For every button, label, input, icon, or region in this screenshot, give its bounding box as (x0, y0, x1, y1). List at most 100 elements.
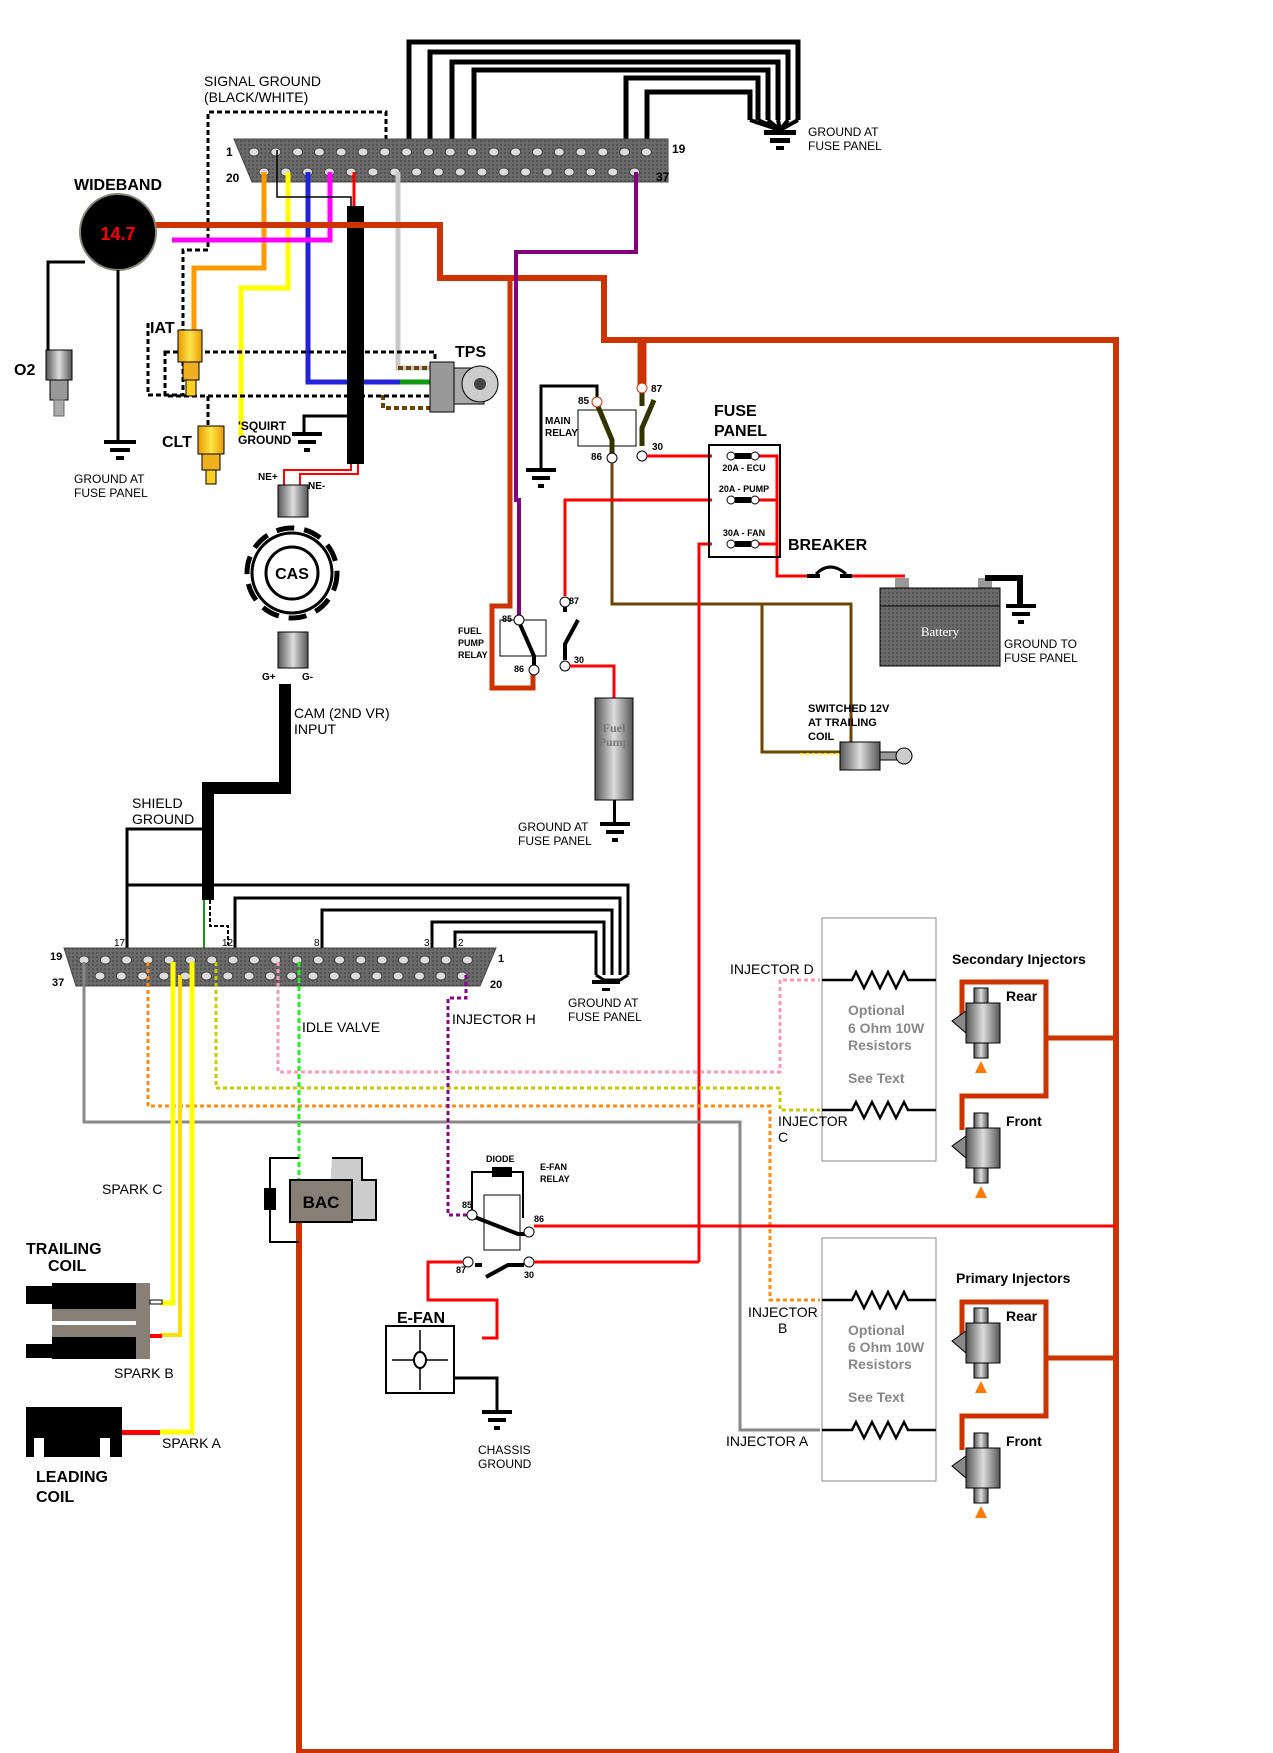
connector-pin (392, 971, 404, 981)
switched-12v-label-1: SWITCHED 12V (808, 703, 890, 715)
tps-sensor (429, 361, 499, 413)
fuse-terminal (750, 451, 760, 461)
fuse-panel[interactable] (708, 444, 781, 558)
diode (492, 1167, 512, 1177)
fuse-terminal (726, 495, 736, 505)
main-relay[interactable] (577, 382, 657, 464)
leading-coil[interactable] (26, 1407, 160, 1457)
fuse-icon (735, 453, 751, 459)
connector-pin (137, 971, 149, 981)
injector-b-wire (146, 962, 820, 1302)
primary-resistor-note: Optional 6 Ohm 10W Resistors See Text (848, 1322, 925, 1405)
efan-relay[interactable] (462, 1167, 535, 1279)
connector-pin (264, 971, 276, 981)
connector-pin (498, 167, 510, 177)
top-pin-19-label: 19 (672, 142, 686, 156)
shield-ground-label-1: SHIELD (132, 795, 183, 811)
cam-input-label-1: CAM (2ND VR) (294, 705, 390, 721)
bottom-ground-label-1: GROUND AT (568, 996, 639, 1010)
connector-pin (461, 955, 473, 965)
fuel-pump-relay-label-3: RELAY (458, 650, 488, 660)
note-1: Optional (848, 1002, 905, 1018)
fuse-terminal (726, 451, 736, 461)
fuse-icon (735, 497, 751, 503)
connector-pin (563, 167, 575, 177)
connector-pin (419, 955, 431, 965)
ground-symbol (592, 980, 620, 991)
squirt-ground-label-2: GROUND (238, 433, 292, 447)
cam-input-label-2: INPUT (294, 721, 336, 737)
connector-pin (248, 955, 260, 965)
bottom-ecu-connector[interactable] (63, 947, 497, 987)
bottom-pin-2-label: 2 (458, 938, 464, 949)
fuse-panel-title-1: FUSE (714, 403, 757, 420)
efan-relay-87: 87 (456, 1265, 466, 1275)
connector-pin (466, 147, 478, 157)
connector-pin (286, 971, 298, 981)
fuel-pump-relay-label-1: FUEL (458, 626, 482, 636)
fuel-pump-label-2: Pump (599, 735, 630, 749)
breaker-label: BREAKER (788, 537, 868, 554)
connector-pin (357, 147, 369, 157)
secondary-resistor-box (821, 917, 937, 1162)
injector-icon (973, 1307, 989, 1324)
bottom-pin-8-label: 8 (314, 938, 320, 949)
fuel-pump[interactable]: Fuel Pump (594, 697, 634, 801)
connector-pin (531, 147, 543, 157)
fuel-pump-relay-30: 30 (574, 655, 584, 665)
battery-label: Battery (921, 624, 960, 639)
fuel-pump-power-wire (570, 664, 616, 698)
connector-pin (476, 167, 488, 177)
spray-icon (975, 1186, 987, 1198)
note-1: Optional (848, 1322, 905, 1338)
top-ground-wires (406, 39, 801, 148)
injector-icon (951, 1330, 967, 1355)
injector-icon (973, 987, 989, 1004)
resistors (822, 969, 936, 1441)
connector-pin (376, 955, 388, 965)
connector-pin (422, 147, 434, 157)
injector-d-label: INJECTOR D (730, 961, 814, 977)
connector-pin (510, 147, 522, 157)
connector-pin (99, 955, 111, 965)
connector-pin (414, 971, 425, 981)
connector-pin (94, 971, 106, 981)
bac-valve[interactable]: BAC (289, 1157, 377, 1223)
injector-icon (951, 1010, 967, 1035)
secondary-injectors-title: Secondary Injectors (952, 951, 1086, 967)
connector-pin (541, 167, 553, 177)
efan-relay-85: 85 (462, 1200, 472, 1210)
ground-symbol (482, 1410, 512, 1430)
injector-icon (973, 1042, 989, 1059)
top-ecu-connector[interactable] (233, 138, 669, 183)
fuse-terminal (750, 539, 760, 549)
connector-pin (488, 147, 500, 157)
trailing-coil[interactable] (26, 1283, 163, 1359)
fuel-pump-relay[interactable] (499, 596, 580, 676)
connector-pin (248, 147, 260, 157)
top-pin-37-label: 37 (656, 170, 670, 184)
ground-symbol (292, 432, 322, 452)
efan[interactable] (385, 1325, 455, 1394)
connector-pin (206, 955, 218, 965)
gray-wire (395, 172, 430, 371)
cas-gear[interactable]: CAS (244, 525, 340, 621)
connector-pin (411, 167, 423, 177)
connector-pin (222, 971, 234, 981)
connector-pin (335, 147, 347, 157)
bottom-pin-20-label: 20 (490, 979, 502, 991)
secondary-front-label: Front (1006, 1113, 1042, 1129)
sensor-ground-label-1: GROUND AT (74, 472, 145, 486)
connector-pin (640, 147, 652, 157)
battery[interactable]: Battery (879, 578, 1001, 667)
connector-pin (367, 167, 379, 177)
spark-b-label: SPARK B (114, 1365, 174, 1381)
injector-c-label-1: INJECTOR (778, 1113, 848, 1129)
note-3: Resistors (848, 1037, 912, 1053)
top-ground-label-1: GROUND AT (808, 125, 879, 139)
signal-ground-label-1: SIGNAL GROUND (204, 73, 321, 89)
cas-label: CAS (275, 566, 309, 583)
connector-pin (355, 955, 367, 965)
top-pin-1-label: 1 (226, 145, 233, 159)
